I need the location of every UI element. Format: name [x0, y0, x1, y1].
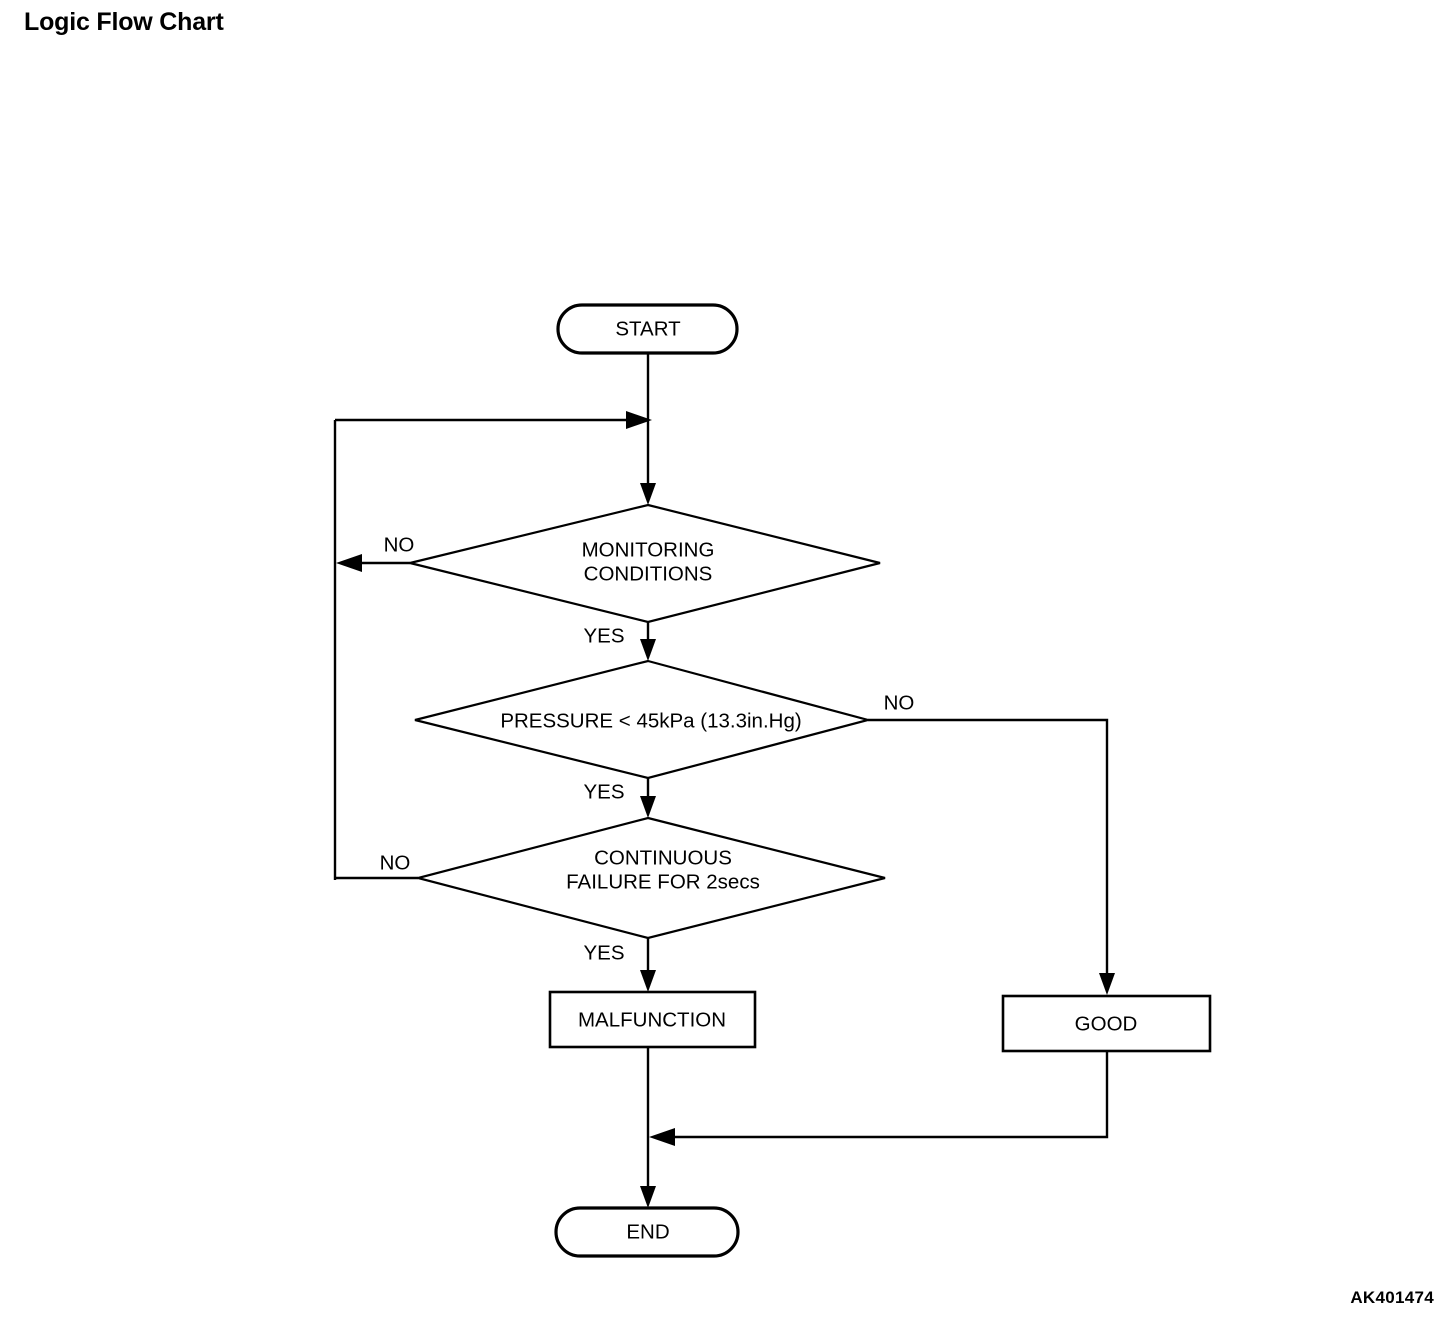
arrowhead-into-failure — [640, 796, 656, 818]
process-malfunction — [548, 990, 757, 1049]
edge-label-pressure-yes: YES — [583, 780, 624, 803]
terminator-end — [554, 1206, 740, 1258]
arrowhead-into-end — [640, 1186, 656, 1208]
terminator-start — [556, 303, 739, 355]
page-title: Logic Flow Chart — [24, 8, 224, 36]
monitoring-label-line1: MONITORING — [582, 538, 715, 561]
monitoring-label-line2: CONDITIONS — [584, 562, 713, 585]
arrowhead-into-monitoring — [640, 483, 656, 505]
edge-label-failure-no: NO — [380, 851, 411, 874]
arrowhead-into-pressure — [640, 639, 656, 661]
edge-label-failure-yes: YES — [583, 941, 624, 964]
edge-label-monitoring-no: NO — [384, 533, 415, 556]
arrowhead-into-good — [1099, 973, 1115, 995]
edge-label-monitoring-yes: YES — [583, 624, 624, 647]
failure-label-line2: FAILURE FOR 2secs — [566, 870, 760, 893]
connector-pressure-no-to-good — [868, 718, 1109, 985]
arrowhead-into-malfunction — [640, 970, 656, 992]
arrowhead-loopback-into-trunk — [626, 411, 652, 429]
good-label: GOOD — [1075, 1012, 1138, 1035]
failure-label-line1: CONTINUOUS — [594, 846, 732, 869]
start-label: START — [615, 317, 681, 340]
end-label: END — [626, 1220, 669, 1243]
process-good — [1001, 994, 1212, 1053]
figure-reference-code: AK401474 — [1350, 1288, 1434, 1307]
arrowhead-good-merge — [649, 1128, 675, 1146]
connector-good-to-end-merge — [658, 1051, 1109, 1139]
edge-label-pressure-no: NO — [884, 691, 915, 714]
malfunction-label: MALFUNCTION — [578, 1008, 726, 1031]
pressure-label: PRESSURE < 45kPa (13.3in.Hg) — [500, 709, 801, 732]
arrowhead-monitoring-no — [336, 554, 362, 572]
